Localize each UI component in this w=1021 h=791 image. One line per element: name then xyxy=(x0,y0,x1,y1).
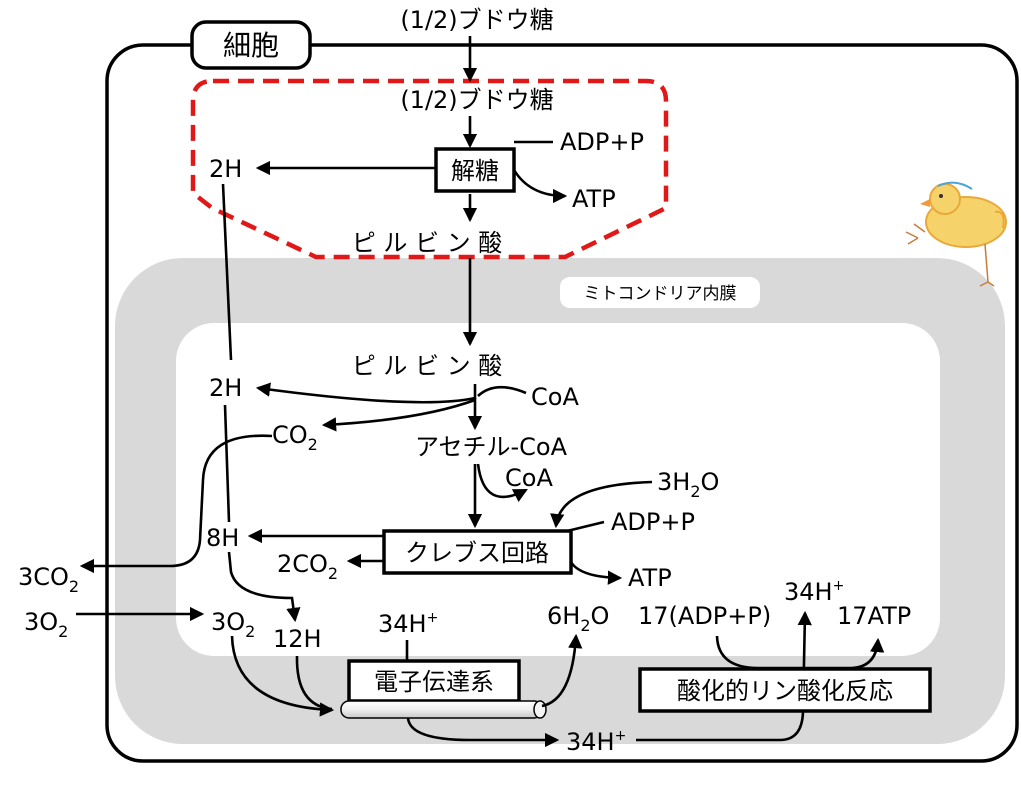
arrow-etc-water xyxy=(541,633,583,708)
adp-p-glycolysis-label: ADP+P xyxy=(560,128,644,156)
arrow-pyruvate-co2 xyxy=(321,398,476,432)
atp-glycolysis-label: ATP xyxy=(572,185,616,213)
pyruvate-cyto-label: ピ ル ビ ン 酸 xyxy=(352,229,503,257)
coa-in-label: CoA xyxy=(531,383,579,411)
pyruvate-mito-label: ピ ル ビ ン 酸 xyxy=(352,352,503,380)
glycolysis-label: 解糖 xyxy=(451,157,499,185)
atp-krebs-label: ATP xyxy=(628,564,672,592)
membrane-label: ミトコンドリア内膜 xyxy=(584,284,737,304)
line-2h-down xyxy=(221,183,233,361)
arrow-etc-h34-bottom xyxy=(406,717,560,748)
arrow-coa-release xyxy=(476,463,528,502)
etc-tube xyxy=(340,700,543,719)
co2-2-label: 2CO2 xyxy=(277,550,338,583)
etc-tube-end xyxy=(533,700,547,719)
arrow-atp-glycolysis xyxy=(512,169,568,204)
co2-3-label: 3CO2 xyxy=(18,563,79,596)
oxphos-label: 酸化的リン酸化反応 xyxy=(677,677,893,705)
o2-3-out-label: 3O2 xyxy=(24,608,68,641)
arrow-o2-etc xyxy=(230,635,335,717)
glucose-inner-label: (1/2)ブドウ糖 xyxy=(400,86,553,114)
etc-label: 電子伝達系 xyxy=(374,668,494,696)
arrow-h2o-krebs xyxy=(550,480,653,529)
krebs-box xyxy=(382,529,573,575)
arrow-8h-12h xyxy=(227,551,301,623)
glycolysis-box xyxy=(434,147,516,193)
cell-label: 細胞 xyxy=(223,29,279,62)
membrane-label-box xyxy=(560,277,760,308)
h34-etc-label: 34H+ xyxy=(378,610,438,638)
oxphos-box xyxy=(638,667,932,713)
o2-3-in-label: 3O2 xyxy=(211,608,255,641)
adp-p-17-label: 17(ADP+P) xyxy=(638,602,771,630)
glucose-outer-label: (1/2)ブドウ糖 xyxy=(400,6,553,34)
krebs-label: クレブス回路 xyxy=(405,539,549,567)
h34-bottom-label: 34H+ xyxy=(566,728,626,756)
h8-label: 8H xyxy=(206,524,239,552)
line-2h-8h xyxy=(223,404,231,523)
h2-mito-label: 2H xyxy=(209,374,242,402)
line-coa-in xyxy=(477,385,527,397)
line-12h-etc xyxy=(295,655,333,711)
co2-pdh-label: CO2 xyxy=(272,421,318,454)
arrow-krebs-atp xyxy=(569,561,623,585)
atp17-label: 17ATP xyxy=(837,602,911,630)
cell-label-box xyxy=(190,20,312,70)
h2-glycolysis-label: 2H xyxy=(209,155,242,183)
h2o3-label: 3H2O xyxy=(657,468,719,501)
matrix-area xyxy=(176,323,940,656)
coa-out-label: CoA xyxy=(505,464,553,492)
arrow-co2-out xyxy=(79,434,273,574)
h12-label: 12H xyxy=(273,625,322,653)
glycolysis-region xyxy=(190,78,669,260)
acetyl-coa-label: アセチル-CoA xyxy=(415,433,568,461)
arrow-pyruvate-2h xyxy=(255,382,477,404)
adp-p-krebs-label: ADP+P xyxy=(611,508,695,536)
h2o6-label: 6H2O xyxy=(547,602,609,635)
chick-illustration xyxy=(905,181,1007,287)
h34-top-label: 34H+ xyxy=(784,578,844,606)
